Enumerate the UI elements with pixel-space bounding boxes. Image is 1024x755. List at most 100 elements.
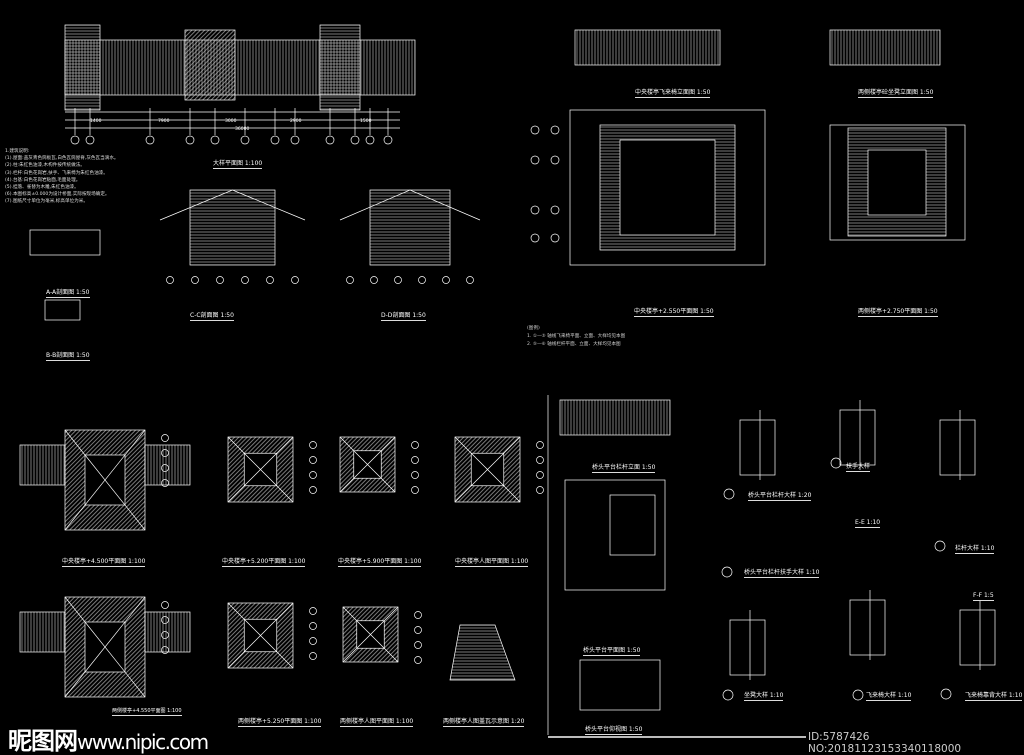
title-s4550: 两侧楼亭+4.550平面图 1:100 bbox=[112, 708, 182, 716]
axis-bubble bbox=[309, 441, 317, 449]
title-section-ff: F-F 1:5 bbox=[973, 592, 994, 601]
legend-line: 2. ⑤—⑥ 轴线栏杆平面、立面、大样均见本图 bbox=[527, 342, 621, 347]
dim-a: 1400 bbox=[90, 119, 102, 124]
cad-line bbox=[227, 602, 294, 669]
axis-bubble bbox=[530, 155, 540, 165]
dim-total: 36000 bbox=[235, 127, 250, 132]
rail-elevation bbox=[559, 399, 671, 436]
title-section-cc: C-C剖面图 1:50 bbox=[190, 312, 234, 321]
pavilion-right bbox=[319, 24, 361, 111]
note-line: (2).柱:朱红色油漆,木构件按传统做法。 bbox=[5, 163, 85, 169]
title-section-aa: A-A剖面图 1:50 bbox=[46, 289, 90, 298]
axis-bubble bbox=[414, 656, 422, 664]
detail-drawing bbox=[849, 599, 886, 656]
axis-bubble bbox=[166, 276, 174, 284]
axis-bubble bbox=[411, 471, 419, 479]
elevation bbox=[574, 29, 721, 66]
axis-bubble bbox=[161, 434, 169, 442]
roof-line bbox=[339, 189, 481, 221]
note-line: (4).台基:白色花岗岩贴面,毛面处理。 bbox=[5, 177, 81, 183]
wing-left bbox=[19, 611, 66, 653]
title-c5200: 中央楼亭+5.200平面图 1:100 bbox=[222, 558, 306, 567]
title-rail-bottom: 桥头平台仰视图 1:50 bbox=[585, 726, 643, 735]
section-bb bbox=[44, 299, 81, 321]
axis-bubble bbox=[722, 689, 734, 701]
axis-bubble bbox=[394, 276, 402, 284]
detail-drawing bbox=[959, 609, 996, 666]
axis-bubble bbox=[411, 456, 419, 464]
axis-bubble bbox=[536, 456, 544, 464]
axis-bubble bbox=[852, 689, 864, 701]
pavilion-center bbox=[184, 29, 236, 101]
title-plan-center-2550: 中央楼亭+2.550平面图 1:50 bbox=[634, 308, 714, 317]
axis-bubble bbox=[191, 276, 199, 284]
axis-bubble bbox=[536, 486, 544, 494]
cad-line bbox=[64, 429, 146, 531]
axis-bubble bbox=[309, 622, 317, 630]
axis-bubble bbox=[418, 276, 426, 284]
watermark-url: www.nipic.com bbox=[77, 730, 209, 754]
note-line: (3).栏杆:白色花岗岩,扶手、飞来椅为朱红色油漆。 bbox=[5, 170, 108, 176]
axis-bubble bbox=[414, 611, 422, 619]
axis-bubble bbox=[309, 652, 317, 660]
cad-line bbox=[64, 596, 146, 698]
axis-bubble bbox=[266, 276, 274, 284]
axis-bubble bbox=[723, 488, 735, 500]
axis-bubble bbox=[550, 155, 560, 165]
plan-2550 bbox=[569, 109, 766, 266]
section-body bbox=[189, 189, 276, 266]
axis-bubble bbox=[161, 601, 169, 609]
axis-bubble bbox=[291, 276, 299, 284]
title-elev-center: 中央楼亭飞来椅立面图 1:50 bbox=[635, 89, 711, 98]
axis-bubble bbox=[309, 486, 317, 494]
axis-bubble bbox=[241, 276, 249, 284]
axis-bubble bbox=[550, 233, 560, 243]
axis-bubble bbox=[721, 566, 733, 578]
title-detail-5: 飞来椅大样 1:10 bbox=[866, 692, 912, 701]
pavilion-left bbox=[64, 24, 101, 111]
title-plan-side-2750: 两侧楼亭+2.750平面图 1:50 bbox=[858, 308, 938, 317]
axis-bubble bbox=[290, 135, 300, 145]
dim-c: 3000 bbox=[225, 119, 237, 124]
axis-bubble bbox=[442, 276, 450, 284]
axis-bubble bbox=[414, 641, 422, 649]
axis-bubble bbox=[536, 471, 544, 479]
axis-bubble bbox=[466, 276, 474, 284]
axis-bubble bbox=[309, 471, 317, 479]
axis-bubble bbox=[934, 540, 946, 552]
title-detail-6: 飞来椅靠背大样 1:10 bbox=[965, 692, 1023, 701]
wing-right bbox=[144, 611, 191, 653]
axis-bubble bbox=[240, 135, 250, 145]
section-body bbox=[369, 189, 451, 266]
note-line: (1).屋面:盖灰青色筒板瓦,白色瓦筒屋脊,灰色瓦当滴水。 bbox=[5, 156, 119, 162]
axis-bubble bbox=[309, 637, 317, 645]
cad-line bbox=[342, 606, 399, 663]
axis-bubble bbox=[940, 688, 952, 700]
axis-bubble bbox=[185, 135, 195, 145]
title-section-bb: B-B剖面图 1:50 bbox=[46, 352, 90, 361]
detail-drawing bbox=[729, 619, 766, 676]
wing-right bbox=[144, 444, 191, 486]
legend-heading: (图例) bbox=[527, 326, 540, 331]
title-rail-plan: 桥头平台平面图 1:50 bbox=[583, 647, 641, 656]
cad-line bbox=[339, 436, 396, 493]
title-detail-2: 桥头平台栏杆扶手大样 1:10 bbox=[744, 569, 820, 578]
watermark-logo: 昵图网www.nipic.com bbox=[8, 721, 209, 755]
title-detail-1: 桥头平台栏杆大样 1:20 bbox=[748, 492, 812, 501]
axis-bubble bbox=[210, 135, 220, 145]
plan-2750-inner bbox=[867, 149, 927, 216]
title-rail-elev: 桥头平台栏杆立面 1:50 bbox=[592, 464, 656, 473]
rail-plan bbox=[564, 479, 666, 591]
cad-line bbox=[227, 436, 294, 503]
detail-drawing bbox=[739, 419, 776, 476]
title-sroof: 两侧楼亭人图平面图 1:100 bbox=[340, 718, 414, 727]
note-line: (5).挂落、雀替为木雕,朱红色油漆。 bbox=[5, 185, 79, 191]
axis-bubble bbox=[365, 135, 375, 145]
axis-bubble bbox=[309, 607, 317, 615]
title-section-ee: E-E 1:10 bbox=[855, 519, 881, 528]
axis-bubble bbox=[414, 626, 422, 634]
dim-b: 2900 bbox=[290, 119, 302, 124]
dim-e: 1500 bbox=[360, 119, 372, 124]
